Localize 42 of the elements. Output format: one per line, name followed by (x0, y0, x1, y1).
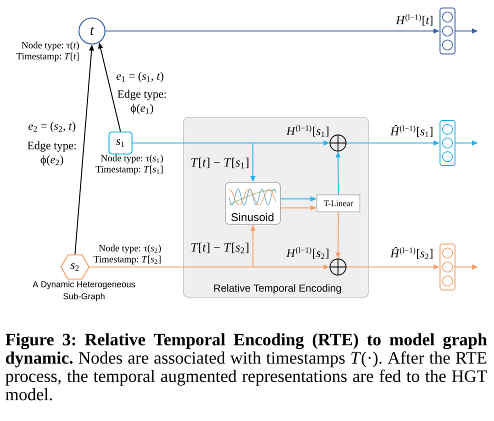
graph-label: A Dynamic Heterogeneous Sub-Graph (32, 281, 136, 302)
edge-label: H$^{(l−1)}$[s$_{2}$] (286, 247, 328, 259)
node-hexagon: s$_{2}$ (60, 254, 90, 280)
layer-box: T-Linear (316, 194, 360, 212)
edge-type-label: Edge type: ϕ(e$_{2}$) (28, 141, 76, 166)
arrow (132, 142, 256, 182)
edge-label: Ĥ$^{(l−1)}$[s$_{1}$] (390, 124, 432, 138)
vector-box (440, 8, 456, 54)
node-label: Node type: τ(s$_{2}$) (98, 244, 161, 254)
edge-label: e$_{1}$ = (s$_{1}$, t) (116, 72, 164, 82)
arrow (455, 264, 478, 270)
node-label: Node type: τ(t) (22, 42, 79, 50)
arrow (98, 42, 121, 132)
sinusoid-box: Sinusoid (225, 182, 281, 225)
edge-label: H$^{(l−1)}$[t] (396, 14, 432, 26)
node-label: Node type: τ(s$_{1}$) (100, 154, 163, 164)
node-label: Timestamp: T[s$_{2}$] (94, 256, 161, 264)
arrow (89, 224, 256, 268)
arrow (455, 28, 478, 34)
arrow (335, 151, 341, 195)
edge-label: H$^{(l−1)}$[s$_{1}$] (286, 125, 328, 137)
vector-box (440, 120, 456, 166)
arrow (455, 140, 478, 146)
arrow (105, 28, 440, 34)
vector-box (440, 244, 456, 290)
arrow (280, 196, 316, 202)
arrow (346, 140, 440, 146)
node-label: Timestamp: T[t] (16, 52, 79, 62)
edge-label: Ĥ$^{(l−1)}$[s$_{2}$] (390, 246, 432, 260)
edge-type-label: Edge type: ϕ(e$_{1}$) (118, 90, 166, 114)
arrow (335, 212, 341, 259)
arrow (280, 205, 316, 210)
figure-caption: Figure 3: Relative Temporal Encoding (RTE) to model graph dynamic. Nodes are associated with timestamps T(·). After the RTE process, the temporal augmented representations are fed to the HGT model. (5, 333, 487, 400)
edge-label: e$_{2}$ = (s$_{2}$, t) (28, 122, 76, 132)
arrow (74, 44, 94, 255)
edge-label: T[t] − T[s$_{1}$] (191, 158, 248, 168)
plus-circle (329, 134, 347, 152)
arrow (346, 264, 440, 270)
edge-label: T[t] − T[s$_{2}$] (191, 242, 248, 254)
node-box: s$_{1}$ (108, 131, 133, 155)
node-label: Timestamp: T[s$_{1}$] (96, 166, 163, 174)
plus-circle (329, 258, 347, 276)
